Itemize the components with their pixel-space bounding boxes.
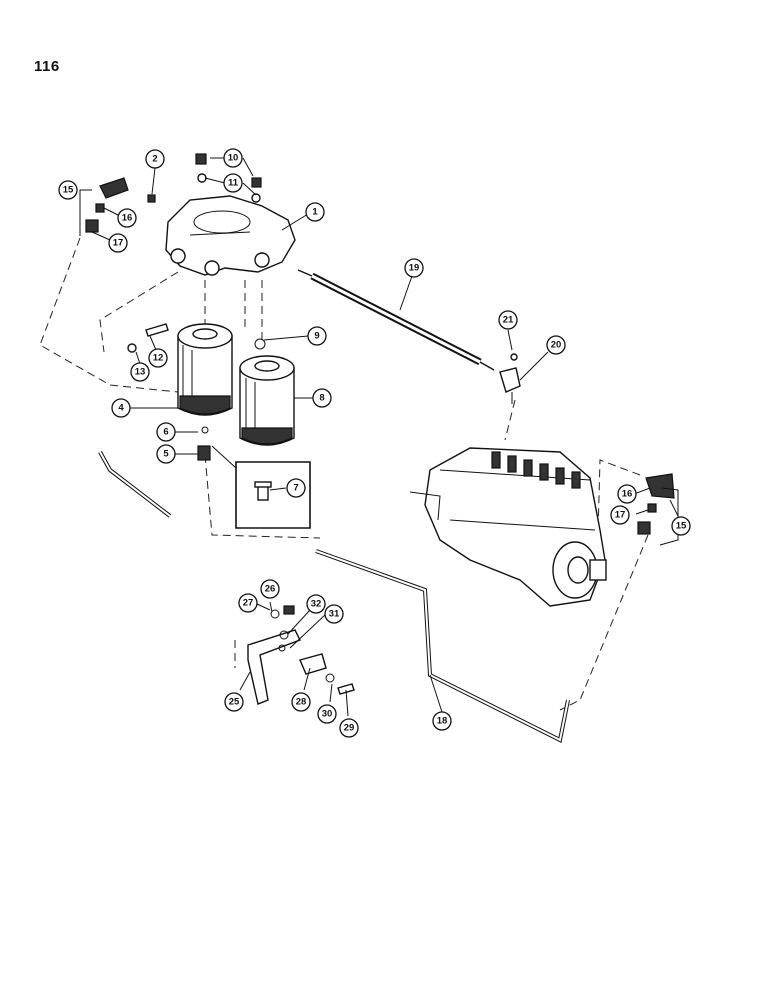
callout-32: 32 (306, 594, 326, 614)
callout-28: 28 (291, 692, 311, 712)
callout-5: 5 (156, 444, 176, 464)
callout-13: 13 (130, 362, 150, 382)
callout-12: 12 (148, 348, 168, 368)
callout-17-right: 17 (610, 505, 630, 525)
svg-text:5: 5 (163, 449, 169, 460)
dashed-lines (39, 237, 649, 711)
detail-inset (211, 445, 311, 529)
filter-cartridge-8 (239, 355, 295, 446)
svg-text:18: 18 (437, 716, 448, 727)
callout-6: 6 (156, 422, 176, 442)
svg-text:28: 28 (296, 697, 307, 708)
callout-29: 29 (339, 718, 359, 738)
svg-text:7: 7 (293, 483, 298, 494)
svg-text:19: 19 (409, 263, 420, 274)
callout-30: 30 (317, 704, 337, 724)
callout-2: 2 (145, 149, 165, 169)
callout-8: 8 (312, 388, 332, 408)
callout-17-left: 17 (108, 233, 128, 253)
svg-text:30: 30 (322, 709, 333, 720)
svg-text:31: 31 (329, 609, 340, 620)
callout-10: 10 (223, 148, 243, 168)
svg-text:13: 13 (135, 367, 146, 378)
callout-31: 31 (324, 604, 344, 624)
callout-19: 19 (404, 258, 424, 278)
svg-text:21: 21 (503, 315, 514, 326)
svg-text:9: 9 (314, 331, 319, 342)
svg-text:12: 12 (153, 353, 164, 364)
callout-25: 25 (224, 692, 244, 712)
callout-18: 18 (432, 711, 452, 731)
page-number: 116 (34, 58, 60, 75)
svg-text:25: 25 (229, 697, 240, 708)
callout-1: 1 (305, 202, 325, 222)
svg-text:11: 11 (228, 178, 239, 189)
svg-text:17: 17 (615, 510, 626, 521)
svg-text:16: 16 (122, 213, 133, 224)
svg-text:26: 26 (265, 584, 276, 595)
svg-text:8: 8 (319, 393, 324, 404)
svg-text:1: 1 (312, 207, 318, 218)
callouts: 1 2 4 5 6 7 8 9 10 11 12 13 15 16 17 18 … (58, 148, 691, 738)
callout-16-right: 16 (617, 484, 637, 504)
svg-text:29: 29 (344, 723, 355, 734)
injection-pump (409, 447, 607, 607)
svg-text:16: 16 (622, 489, 633, 500)
callout-11: 11 (223, 173, 243, 193)
svg-text:27: 27 (243, 598, 254, 609)
callout-26: 26 (260, 579, 280, 599)
svg-text:17: 17 (113, 238, 124, 249)
filter-cartridge-4 (177, 323, 233, 416)
bracket-assembly (247, 605, 355, 705)
svg-text:2: 2 (152, 154, 157, 165)
leader-lines (79, 157, 679, 717)
svg-text:32: 32 (311, 599, 322, 610)
small-fittings (85, 153, 266, 461)
svg-text:6: 6 (163, 427, 168, 438)
callout-9: 9 (307, 326, 327, 346)
svg-text:20: 20 (551, 340, 562, 351)
callout-15-right: 15 (671, 516, 691, 536)
callout-27: 27 (238, 593, 258, 613)
svg-text:15: 15 (63, 185, 74, 196)
filter-head (165, 195, 296, 276)
callout-4: 4 (111, 398, 131, 418)
svg-text:4: 4 (118, 403, 124, 414)
callout-15-left: 15 (58, 180, 78, 200)
callout-20: 20 (546, 335, 566, 355)
svg-text:10: 10 (228, 153, 239, 164)
right-fittings (637, 473, 675, 535)
callout-7: 7 (286, 478, 306, 498)
callout-16-left: 16 (117, 208, 137, 228)
steel-line-19 (297, 269, 521, 404)
callout-21: 21 (498, 310, 518, 330)
svg-text:15: 15 (676, 521, 687, 532)
